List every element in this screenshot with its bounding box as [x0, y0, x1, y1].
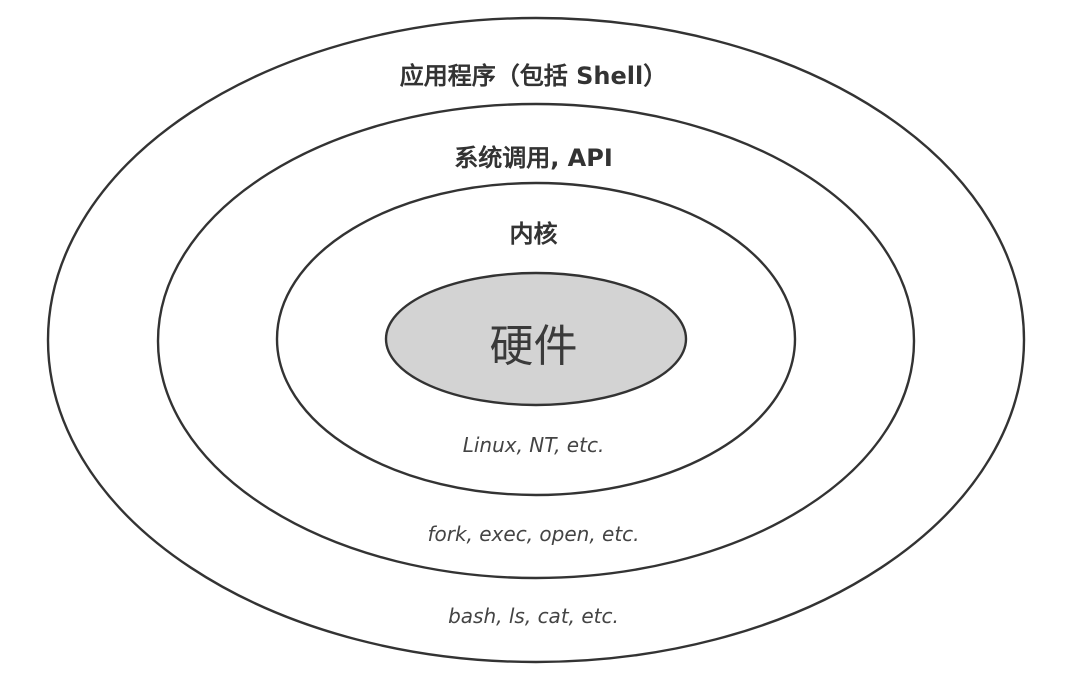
application-layer-examples: bash, ls, cat, etc.	[448, 604, 619, 628]
kernel-layer-examples: Linux, NT, etc.	[462, 433, 605, 457]
application-layer-title: 应用程序（包括 Shell）	[399, 62, 668, 90]
system-call-layer-title: 系统调用, API	[454, 144, 613, 172]
kernel-layer-title: 内核	[509, 220, 558, 248]
system-call-layer-examples: fork, exec, open, etc.	[427, 522, 640, 546]
hardware-label: 硬件	[489, 321, 578, 372]
hardware-core-ellipse	[384, 271, 688, 407]
